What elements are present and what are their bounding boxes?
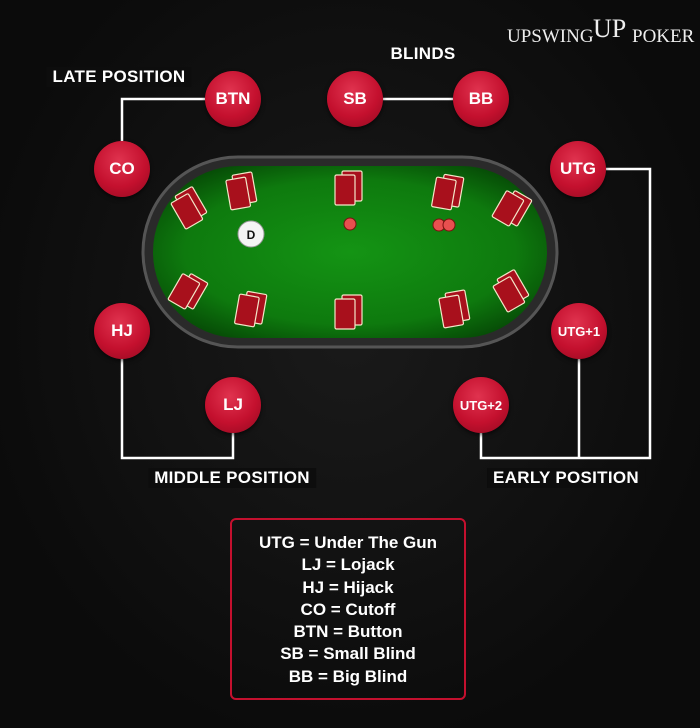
legend-item: BTN = Button	[293, 622, 403, 642]
seat-utg: UTG	[550, 141, 606, 197]
late-position-label: LATE POSITION	[46, 67, 192, 87]
card	[492, 276, 526, 313]
seat-utg1: UTG+1	[551, 303, 607, 359]
card-pair	[491, 190, 533, 227]
legend-item: BB = Big Blind	[288, 666, 408, 686]
card-pair	[438, 289, 471, 329]
early-connector	[479, 167, 652, 460]
small-blind-chip	[343, 217, 357, 231]
legend-item: CO = Cutoff	[300, 599, 396, 619]
card	[491, 190, 525, 227]
dealer-button-label: D	[247, 228, 256, 242]
seat-bb: BB	[453, 71, 509, 127]
card	[234, 293, 260, 328]
seat-sb: SB	[327, 71, 383, 127]
logo-text-left: UPSWING	[507, 26, 594, 47]
legend-item: UTG = Under The Gun	[258, 533, 438, 552]
seat-lj: LJ	[205, 377, 261, 433]
card	[334, 298, 356, 330]
seat-hj: HJ	[94, 303, 150, 359]
logo-mark: UP	[593, 14, 627, 43]
seat-btn: BTN	[205, 71, 261, 127]
blinds-label: BLINDS	[390, 44, 456, 63]
abbreviation-legend: UTG = Under The Gun LJ = Lojack HJ = Hij…	[230, 518, 466, 700]
middle-position-label: MIDDLE POSITION	[148, 468, 316, 488]
legend-item: SB = Small Blind	[280, 644, 416, 664]
middle-connector	[120, 359, 235, 460]
card	[431, 176, 457, 211]
big-blind-chip	[442, 218, 456, 232]
card	[438, 294, 465, 329]
logo-text-right: POKER	[632, 26, 695, 47]
card-pair	[234, 290, 268, 328]
card-pair	[431, 173, 465, 211]
early-position-label: EARLY POSITION	[487, 468, 645, 488]
upswing-poker-logo: UPSWING UP POKER	[507, 14, 695, 54]
card	[167, 273, 201, 310]
card	[170, 193, 204, 230]
card-pair	[170, 186, 208, 230]
card-pair	[167, 273, 209, 310]
card-pair	[492, 269, 530, 313]
card	[334, 174, 356, 206]
seat-co: CO	[94, 141, 150, 197]
dealer-button	[237, 220, 265, 248]
seat-utg2: UTG+2	[453, 377, 509, 433]
legend-item: LJ = Lojack	[301, 555, 395, 575]
card	[225, 176, 252, 211]
legend-item: HJ = Hijack	[302, 577, 394, 597]
card-pair	[225, 171, 258, 211]
late-connector	[120, 97, 205, 141]
card-pair	[334, 294, 363, 330]
card-pair	[334, 170, 363, 206]
